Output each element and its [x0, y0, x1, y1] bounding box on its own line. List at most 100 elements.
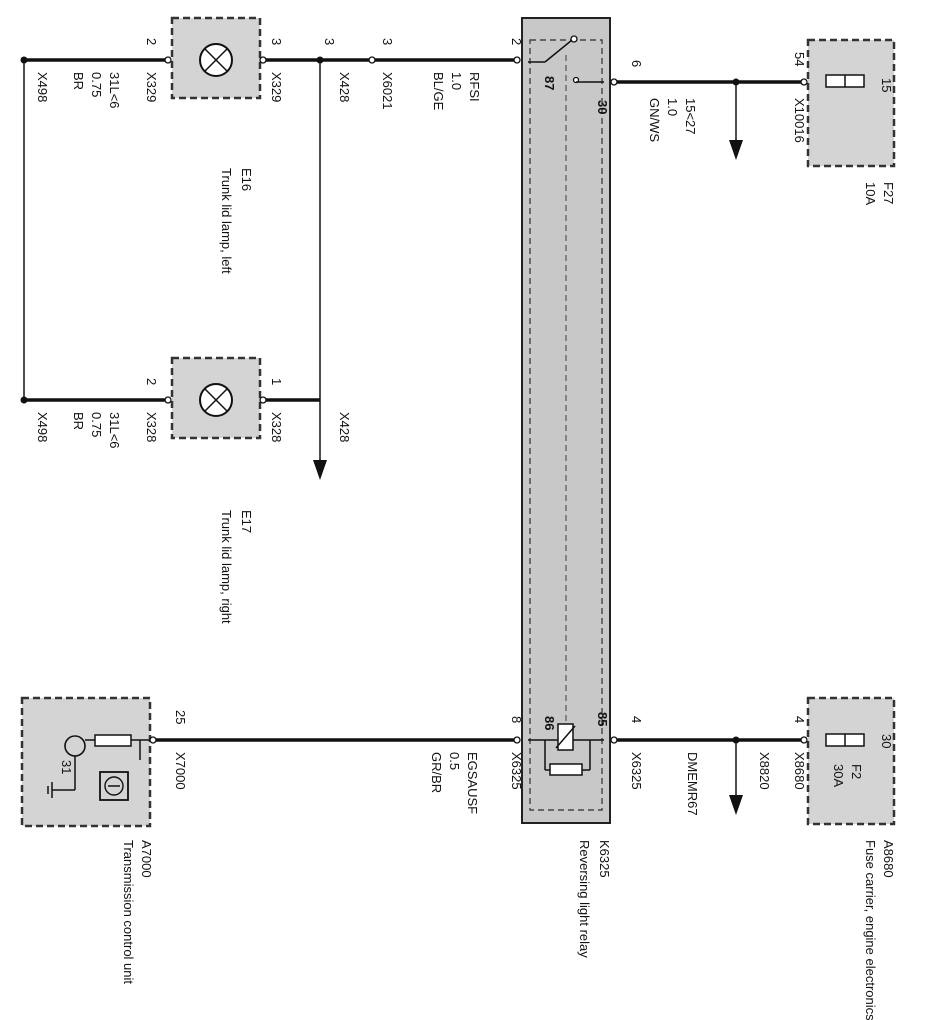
connector-label: X8820: [757, 752, 772, 790]
component-desc: Trunk lid lamp, left: [219, 168, 234, 274]
component-desc: Trunk lid lamp, right: [219, 510, 234, 624]
connector-icon: [513, 56, 521, 64]
component-id: F27: [881, 182, 896, 204]
tcu-resistor-icon: [94, 734, 132, 747]
connector-label: X6325: [509, 752, 524, 790]
relay-coil-slash: [555, 725, 576, 749]
relay-switch-contact-icon: [570, 35, 578, 43]
connector-icon: [259, 396, 267, 404]
connector-label: X428: [337, 72, 352, 102]
connector-icon: [164, 56, 172, 64]
wire-size: 1.0: [665, 98, 680, 116]
pin-label: 3: [380, 38, 395, 45]
pin-label: 6: [629, 60, 644, 67]
wire-color: GN/WS: [647, 98, 662, 142]
wire-size: 1.0: [449, 72, 464, 90]
wire-signal: DMEMR67: [685, 752, 700, 816]
f27-box: [806, 38, 896, 168]
pin-label: 86: [542, 716, 557, 730]
pin-label: 2: [144, 378, 159, 385]
connector-icon: [610, 78, 618, 86]
relay-switch-arm: [544, 39, 573, 63]
connector-label: X328: [269, 412, 284, 442]
splice-dot-icon: [20, 56, 28, 64]
pin-label: 4: [629, 716, 644, 723]
splice-dot-icon: [732, 736, 740, 744]
tcu-sensor-icon: [99, 771, 129, 801]
pin-label: 2: [144, 38, 159, 45]
pin-label: 8: [509, 716, 524, 723]
splice-dot-icon: [732, 78, 740, 86]
connector-label: X6325: [629, 752, 644, 790]
wire-size: 0.75: [89, 412, 104, 437]
pin-label: 25: [173, 710, 188, 724]
relay-k6325-inner: [529, 39, 603, 811]
connector-icon: [368, 56, 376, 64]
connector-markers: [149, 56, 808, 744]
wire-size: 0.75: [89, 72, 104, 97]
wire-color: BR: [71, 412, 86, 430]
fuse-id: F2: [849, 764, 864, 779]
splice-dot-icon: [20, 396, 28, 404]
pin-label: 3: [269, 38, 284, 45]
connector-icon: [800, 736, 808, 744]
fuse-rating: 10A: [863, 182, 878, 205]
wire-signal: EGSAUSF: [465, 752, 480, 814]
a8680-box: [806, 696, 896, 826]
arrow-down-icon: [729, 795, 743, 815]
connector-icon: [149, 736, 157, 744]
pin-label: 87: [542, 76, 557, 90]
relay-resistor-icon: [549, 763, 583, 776]
lamp-cross-b: [204, 48, 228, 72]
connector-icon: [164, 396, 172, 404]
component-desc: Reversing light relay: [577, 840, 592, 958]
connector-label: X329: [269, 72, 284, 102]
ground-label: X498: [35, 72, 50, 102]
arrow-down-icon: [313, 460, 327, 480]
wire-color: BR: [71, 72, 86, 90]
tcu-sensor-ring-icon: [104, 776, 124, 796]
connector-label: X7000: [173, 752, 188, 790]
connector-icon: [800, 78, 808, 86]
component-desc: Transmission control unit: [121, 840, 136, 984]
arrow-down-icon: [729, 140, 743, 160]
connector-label: X8680: [792, 752, 807, 790]
component-id: A7000: [139, 840, 154, 878]
connector-icon: [259, 56, 267, 64]
a7000-box: [20, 696, 152, 828]
ground-label: X498: [35, 412, 50, 442]
pin-label: 15: [879, 78, 894, 92]
connector-label: X10016: [792, 98, 807, 143]
component-desc: Fuse carrier, engine electronics: [863, 840, 878, 1020]
connector-icon: [610, 736, 618, 744]
wire-size: 0.5: [447, 752, 462, 770]
lamp-cross-b: [204, 388, 228, 412]
pin-label: 85: [595, 712, 610, 726]
wire-signal: 31L<6: [107, 72, 122, 109]
connector-icon: [513, 736, 521, 744]
wire-signal: 31L<6: [107, 412, 122, 449]
ground-pin-label: 31: [59, 760, 74, 774]
pin-label: 30: [595, 100, 610, 114]
component-id: A8680: [881, 840, 896, 878]
pin-label: 4: [792, 716, 807, 723]
connector-label: X6021: [380, 72, 395, 110]
pin-label: 30: [879, 734, 894, 748]
wire-color: GR/BR: [429, 752, 444, 793]
connector-label: X428: [337, 412, 352, 442]
component-id: E16: [239, 168, 254, 191]
pin-label: 1: [269, 378, 284, 385]
splice-dot-icon: [316, 56, 324, 64]
connector-label: X329: [144, 72, 159, 102]
pin-label: 2: [509, 38, 524, 45]
fuse-rating: 30A: [831, 764, 846, 787]
component-id: K6325: [597, 840, 612, 878]
connector-label: X328: [144, 412, 159, 442]
wire-signal: RFSI: [467, 72, 482, 102]
labels: 2 3 X329 X329 E16 Trunk lid lamp, left X…: [35, 38, 896, 1020]
component-id: E17: [239, 510, 254, 533]
pin-label: 54: [792, 52, 807, 66]
wire-color: BL/GE: [431, 72, 446, 111]
